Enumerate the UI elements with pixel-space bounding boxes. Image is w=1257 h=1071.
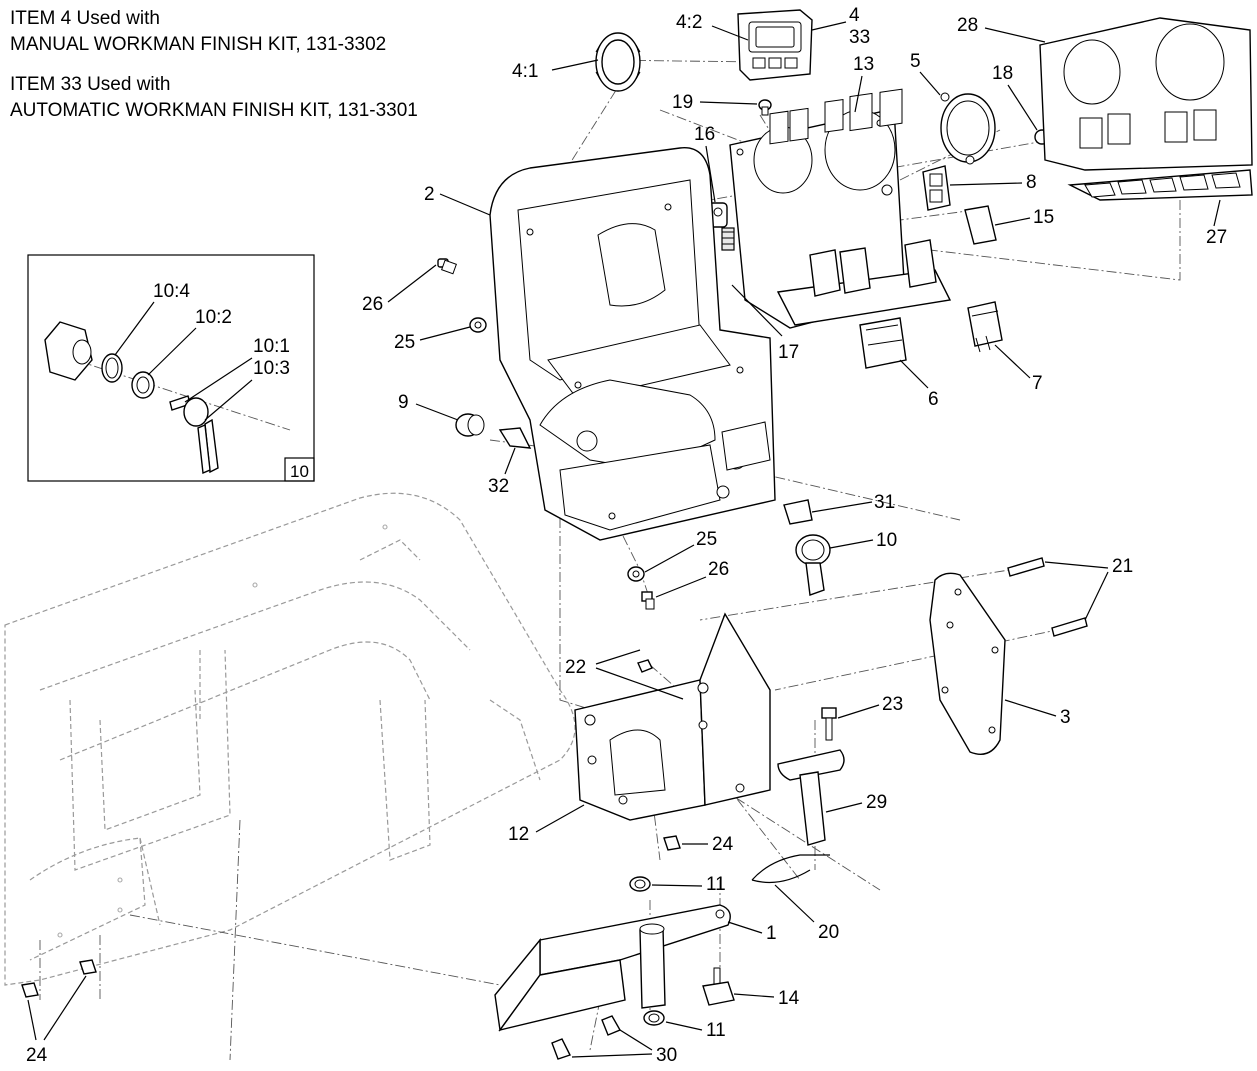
part-7-rocker-switch	[967, 301, 1003, 353]
callout-3: 3	[1060, 707, 1071, 728]
callout-20: 20	[818, 922, 839, 943]
callout-17: 17	[778, 342, 799, 363]
part-3-cover-plate	[929, 572, 1006, 755]
vehicle-dash-ghost	[4, 492, 576, 986]
part-15-blank-plug	[964, 205, 997, 245]
callout-13: 13	[853, 54, 874, 75]
part-4-1-gauge-ring	[595, 32, 641, 92]
part-32-bracket	[498, 427, 532, 449]
callout-6: 6	[928, 389, 939, 410]
callout-2: 2	[424, 184, 435, 205]
callout-24-center: 24	[712, 834, 734, 855]
inset-tag-box	[284, 457, 315, 482]
inset-tag-label: 10	[290, 462, 309, 481]
note-item4-line2: MANUAL WORKMAN FINISH KIT, 131-3302	[10, 34, 386, 55]
kit-notes: ITEM 4 Used with MANUAL WORKMAN FINISH K…	[10, 8, 418, 121]
callout-11-upper: 11	[706, 874, 726, 895]
inset-ring-10-4	[101, 353, 123, 383]
part-25-washer-lower	[627, 566, 645, 582]
part-21-pins	[1007, 557, 1088, 637]
callout-21: 21	[1112, 556, 1133, 577]
part-6-rocker-switches	[776, 239, 952, 369]
part-12-mounting-bracket	[574, 612, 771, 821]
callout-10-4: 10:4	[153, 281, 190, 302]
callout-12: 12	[508, 824, 529, 845]
part-25-washer-upper	[469, 317, 487, 333]
callout-5: 5	[910, 51, 921, 72]
callout-10-3: 10:3	[253, 358, 290, 379]
part-23-bolt	[821, 707, 837, 741]
callout-26-lower: 26	[708, 559, 729, 580]
callout-11-lower: 11	[706, 1020, 726, 1041]
inset-detail-10: 10 10:4 10:2 10:1 10:3	[27, 254, 315, 482]
inset-key-10-1	[169, 395, 219, 475]
callout-1: 1	[766, 923, 777, 944]
part-26-screw-upper	[437, 258, 457, 275]
callout-25-lower: 25	[696, 529, 717, 550]
part-4-display-module	[737, 9, 813, 81]
callout-14: 14	[778, 988, 800, 1009]
inset-nut-10-2	[131, 371, 155, 399]
part-2-console-housing	[489, 147, 776, 541]
part-29-pivot-pin	[777, 749, 845, 846]
inset-frame	[27, 254, 315, 482]
part-27-switch-decal	[1067, 169, 1253, 201]
part-1-base-bracket	[494, 904, 731, 1032]
part-14-knob	[702, 967, 735, 1006]
callout-7: 7	[1032, 373, 1043, 394]
callout-16: 16	[694, 124, 715, 145]
callout-32: 32	[488, 476, 509, 497]
callout-25-upper: 25	[394, 332, 415, 353]
callout-28: 28	[957, 15, 978, 36]
callout-8: 8	[1026, 172, 1037, 193]
part-24-nut-center	[663, 835, 681, 851]
callout-30: 30	[656, 1045, 677, 1066]
callout-27: 27	[1206, 227, 1227, 248]
part-9-knob	[455, 413, 485, 437]
part-20-hair-pin	[751, 854, 830, 883]
part-19-screw	[758, 99, 772, 116]
callout-23: 23	[882, 694, 903, 715]
note-item33-line1: ITEM 33 Used with	[10, 74, 171, 95]
callout-4-2: 4:2	[676, 12, 702, 33]
callout-33: 33	[849, 27, 870, 48]
note-item4-line1: ITEM 4 Used with	[10, 8, 160, 29]
part-11-bushing-upper	[629, 876, 651, 892]
callout-10: 10	[876, 530, 897, 551]
callout-26-upper: 26	[362, 294, 383, 315]
callout-10-1: 10:1	[253, 336, 290, 357]
callout-31: 31	[874, 492, 895, 513]
callout-19: 19	[672, 92, 693, 113]
inset-switch-body	[44, 321, 93, 381]
part-28-decal-panel	[1039, 17, 1253, 171]
callout-10-2: 10:2	[195, 307, 232, 328]
callout-4-1: 4:1	[512, 61, 538, 82]
part-5-gauge	[940, 92, 996, 165]
callout-4: 4	[849, 5, 860, 26]
callout-24-left: 24	[26, 1045, 48, 1066]
part-31-retainer	[783, 499, 813, 525]
callout-15: 15	[1033, 207, 1054, 228]
part-10-ignition-switch	[795, 534, 831, 596]
part-26-screw-lower	[641, 591, 655, 610]
callouts: 4:1 4:2 4 33 28 13 5 18 19 16 2 8 15 27 …	[26, 5, 1227, 1066]
callout-18: 18	[992, 63, 1013, 84]
callout-22: 22	[565, 657, 586, 678]
callout-29: 29	[866, 792, 887, 813]
part-30-bolts	[551, 1015, 622, 1060]
part-17-fitting	[721, 227, 735, 251]
part-24-nuts-left	[21, 959, 97, 998]
part-11-bushing-lower	[643, 1010, 665, 1026]
note-item33-line2: AUTOMATIC WORKMAN FINISH KIT, 131-3301	[10, 100, 418, 121]
part-8-switch	[922, 165, 951, 211]
callout-9: 9	[398, 392, 409, 413]
